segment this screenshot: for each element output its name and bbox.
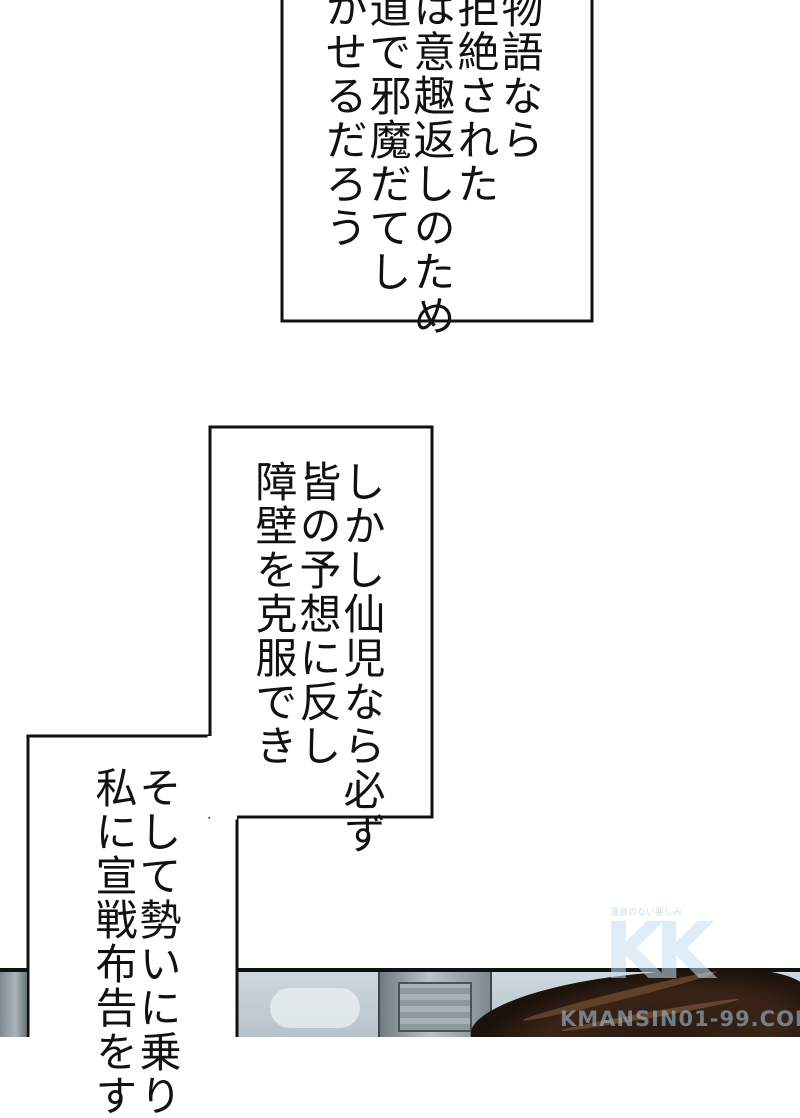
caption-middle-col-2: 皆の予想に反し	[293, 460, 342, 768]
stone-pillar-left	[0, 972, 26, 1037]
site-watermark: 漫画のない悪しみ KK KMANSIN01-99.COM	[560, 905, 800, 1037]
caption-box-top-frame	[280, 0, 594, 323]
watermark-tagline: 漫画のない悪しみ	[610, 908, 683, 918]
watermark-logo: KK	[604, 907, 715, 997]
watermark-url: KMANSIN01-99.COM	[560, 1007, 800, 1031]
caption-middle-col-1: しかし仙児なら必ず	[337, 460, 386, 856]
cloud	[270, 988, 360, 1028]
caption-top-col-2: 拒絶された	[451, 0, 500, 206]
caption-bottom-col-2: 私に宣戦布告をす	[89, 766, 138, 1118]
caption-top-col-3: は意趣返しのため	[407, 0, 456, 338]
caption-top-col-4: 道で邪魔だてし	[363, 0, 412, 294]
caption-top-col-1: 物語なら	[495, 0, 544, 162]
caption-middle-col-3: 障壁を克服でき	[249, 460, 298, 768]
caption-box-bottom-frame	[26, 734, 239, 1037]
caption-top-col-5: かせるだろう	[319, 0, 368, 250]
panel-border	[0, 968, 800, 972]
caption-bottom-col-1: そして勢いに乗り	[133, 766, 182, 1118]
